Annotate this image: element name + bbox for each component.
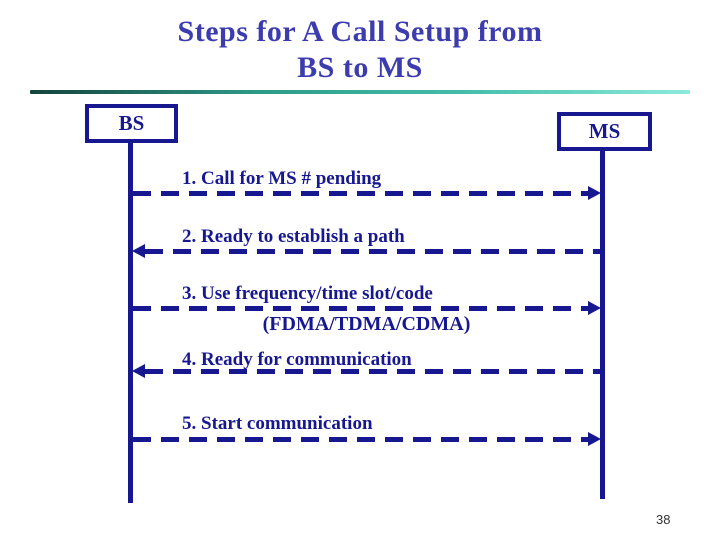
arrowhead-left-icon — [132, 244, 145, 258]
actor-label-bs: BS — [118, 111, 145, 135]
message-3-sublabel: (FDMA/TDMA/CDMA) — [262, 313, 471, 335]
message-3-label: 3. Use frequency/time slot/code — [182, 283, 433, 304]
message-3-arrow-right — [133, 301, 601, 315]
dashed-line — [133, 191, 588, 196]
message-1-arrow-right — [133, 186, 601, 200]
page-number: 38 — [656, 512, 671, 527]
actor-label-ms: MS — [588, 119, 621, 143]
dashed-line — [145, 249, 600, 254]
title-line-2: BS to MS — [297, 51, 423, 84]
message-1-label: 1. Call for MS # pending — [182, 168, 382, 189]
arrowhead-left-icon — [132, 364, 145, 378]
dashed-line — [133, 306, 588, 311]
title-divider — [30, 90, 690, 94]
lifeline-ms — [600, 151, 605, 499]
dashed-line — [145, 369, 600, 374]
dashed-line — [133, 437, 588, 442]
title-line-1: Steps for A Call Setup from — [177, 15, 543, 48]
actor-box-bs: BS — [85, 104, 178, 143]
slide-title: Steps for A Call Setup from BS to MS — [0, 14, 720, 86]
message-5-arrow-right — [133, 432, 601, 446]
message-2-label: 2. Ready to establish a path — [182, 226, 405, 247]
message-4-arrow-left — [132, 364, 600, 378]
message-5-label: 5. Start communication — [182, 413, 373, 434]
lifeline-bs — [128, 143, 133, 503]
actor-box-ms: MS — [557, 112, 652, 151]
arrowhead-right-icon — [588, 186, 601, 200]
arrowhead-right-icon — [588, 432, 601, 446]
arrowhead-right-icon — [588, 301, 601, 315]
message-2-arrow-left — [132, 244, 600, 258]
message-4-label: 4. Ready for communication — [182, 349, 412, 370]
